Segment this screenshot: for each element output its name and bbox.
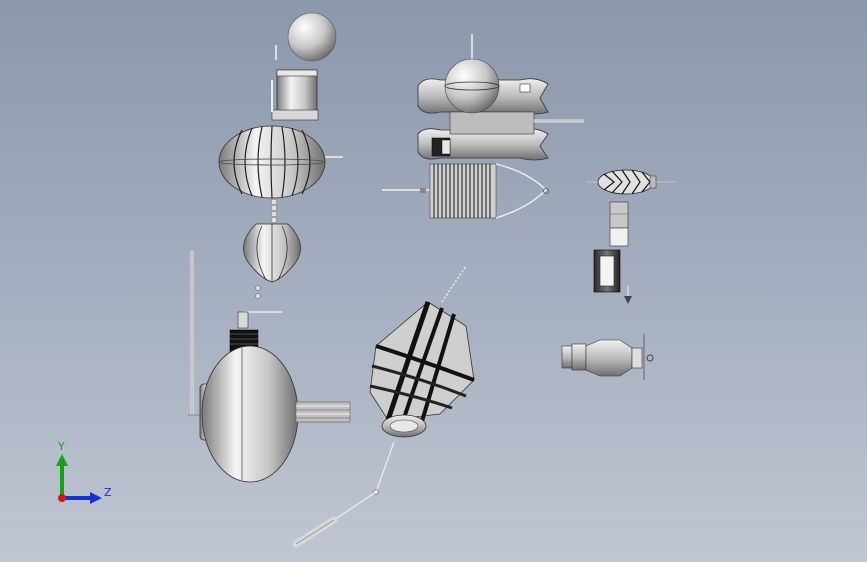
onion-dome-part[interactable] bbox=[243, 223, 301, 299]
upper-frame-part[interactable] bbox=[417, 34, 584, 161]
triad-axes-icon bbox=[56, 454, 102, 504]
link-rod-part[interactable] bbox=[292, 441, 395, 548]
coordinate-triad: Y Z bbox=[48, 438, 128, 518]
nozzle-part[interactable] bbox=[561, 334, 654, 380]
z-axis-label: Z bbox=[104, 486, 112, 499]
dark-cylinder-part[interactable] bbox=[593, 249, 621, 293]
bead-chain-part[interactable] bbox=[270, 198, 278, 224]
small-screw-part[interactable] bbox=[624, 286, 632, 304]
coil-spring-part[interactable] bbox=[382, 163, 549, 219]
ribbed-lantern-part[interactable] bbox=[218, 125, 343, 199]
barrel-body-part[interactable] bbox=[199, 329, 351, 483]
long-rod-part[interactable] bbox=[188, 250, 200, 416]
small-cage-part[interactable] bbox=[586, 169, 676, 195]
top-sphere-part[interactable] bbox=[275, 12, 337, 62]
clamp-part[interactable] bbox=[609, 201, 629, 247]
y-axis-label: Y bbox=[58, 440, 65, 453]
shaft-lever-part[interactable] bbox=[237, 311, 282, 329]
square-block-part[interactable] bbox=[271, 69, 319, 121]
spiral-housing-part[interactable] bbox=[369, 265, 475, 438]
